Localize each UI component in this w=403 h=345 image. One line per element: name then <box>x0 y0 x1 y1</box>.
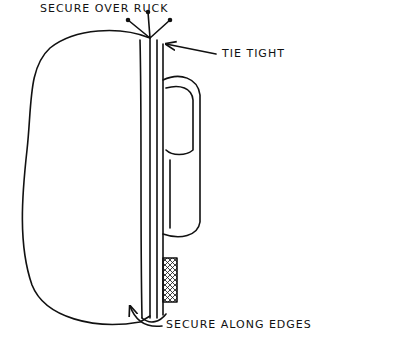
pack-frame <box>150 38 163 318</box>
note-label: SECURE ALONG EDGES <box>166 318 312 332</box>
pouch-flap <box>166 87 193 155</box>
cover <box>22 31 150 325</box>
string-end <box>127 19 130 22</box>
pouch-seam <box>169 160 171 228</box>
leader-line <box>166 44 216 54</box>
note-label: SECURE OVER RUCK <box>40 2 168 16</box>
leader-line <box>130 306 162 326</box>
note-label: TIE TIGHT <box>222 47 285 61</box>
mesh-pocket <box>163 258 177 302</box>
string-end <box>169 19 172 22</box>
side-pouch <box>163 76 200 236</box>
cover-edge <box>140 40 142 318</box>
pack-bottom <box>142 314 166 322</box>
tie-string <box>128 12 170 38</box>
